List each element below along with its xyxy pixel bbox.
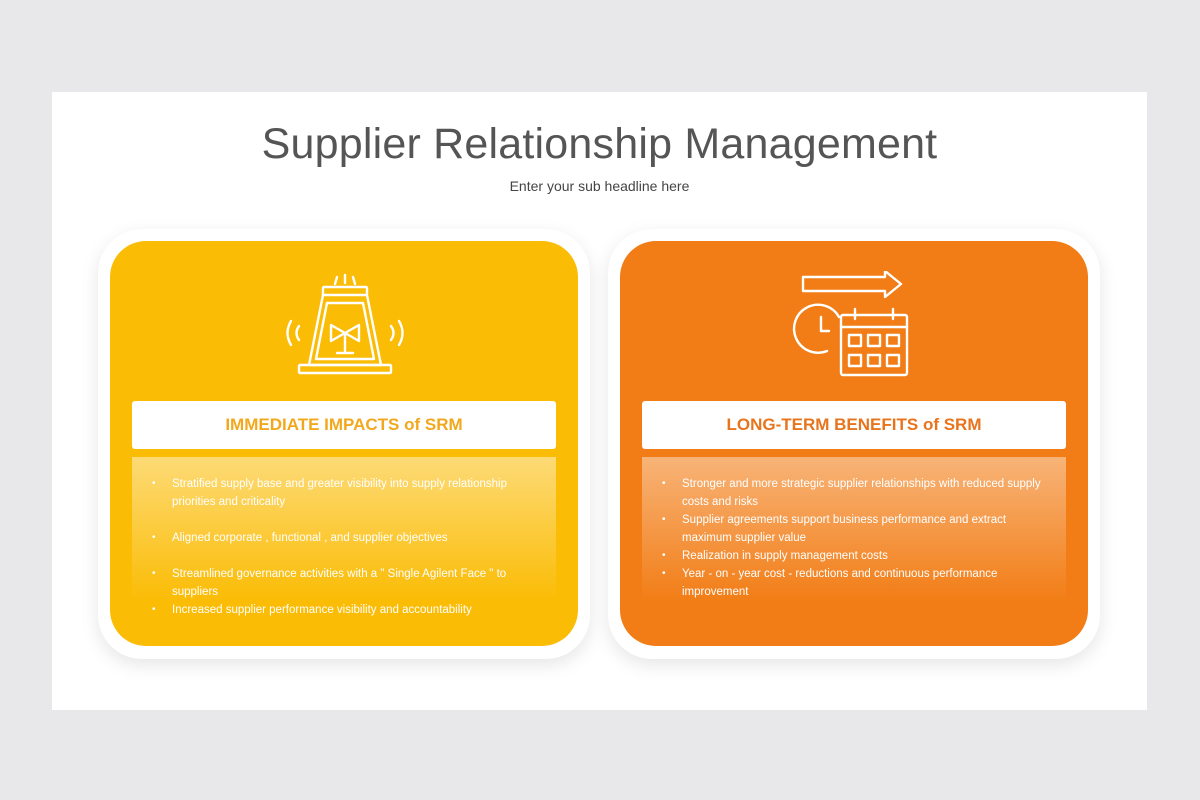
siren-icon [286,273,404,375]
benefits-list: Stronger and more strategic supplier rel… [662,475,1046,601]
list-item: Aligned corporate , functional , and sup… [152,529,536,547]
benefits-card: LONG-TERM BENEFITS of SRM Stronger and m… [620,241,1088,646]
schedule-arrow-icon [792,271,909,377]
impacts-card: IMMEDIATE IMPACTS of SRM Stratified supp… [110,241,578,646]
impacts-list-box: Stratified supply base and greater visib… [132,457,556,633]
page-subtitle: Enter your sub headline here [509,178,690,194]
list-item: Streamlined governance activities with a… [152,565,536,601]
impacts-list: Stratified supply base and greater visib… [152,475,536,619]
slide: Supplier Relationship Management Enter y… [52,92,1147,710]
benefits-heading: LONG-TERM BENEFITS of SRM [642,401,1066,449]
benefits-card-frame: LONG-TERM BENEFITS of SRM Stronger and m… [608,229,1100,659]
list-item: Stronger and more strategic supplier rel… [662,475,1046,511]
list-item: Realization in supply management costs [662,547,1046,565]
list-item: Supplier agreements support business per… [662,511,1046,547]
impacts-heading: IMMEDIATE IMPACTS of SRM [132,401,556,449]
list-item: Stratified supply base and greater visib… [152,475,536,511]
benefits-list-box: Stronger and more strategic supplier rel… [642,457,1066,633]
page-title: Supplier Relationship Management [261,120,938,168]
impacts-card-frame: IMMEDIATE IMPACTS of SRM Stratified supp… [98,229,590,659]
list-item: Year - on - year cost - reductions and c… [662,565,1046,601]
list-item: Increased supplier performance visibilit… [152,601,536,619]
